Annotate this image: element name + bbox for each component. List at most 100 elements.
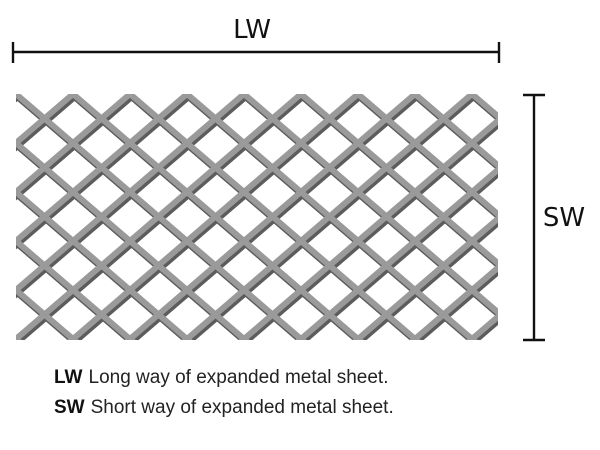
mesh-strand (16, 139, 19, 146)
mesh-strand (16, 238, 76, 293)
mesh-strand-shadow (445, 366, 474, 391)
mesh-strand (16, 140, 19, 147)
mesh-strand (412, 94, 475, 146)
mesh-strand (326, 164, 361, 195)
mesh-strand (440, 115, 475, 146)
mesh-strand (326, 213, 361, 244)
mesh-strand (558, 119, 587, 144)
mesh-strand-shadow (559, 366, 588, 391)
mesh-strand-shadow (588, 342, 600, 367)
mesh-strand (41, 115, 76, 146)
mesh-strand (16, 140, 76, 195)
mesh-strand-shadow (16, 338, 22, 340)
mesh-strand (469, 94, 498, 121)
mesh-strand (212, 262, 247, 293)
mesh-strand (184, 189, 247, 244)
mesh-strand (98, 164, 133, 195)
mesh-strand (326, 262, 361, 293)
mesh-strand (127, 140, 162, 171)
mesh-strand-shadow (531, 244, 588, 293)
mesh-strand (41, 213, 76, 244)
mesh-strand (586, 241, 600, 290)
mesh-strand (16, 286, 19, 293)
mesh-strand (444, 364, 473, 389)
mesh-strand-shadow (502, 317, 531, 342)
mesh-strand-shadow (531, 342, 588, 391)
mesh-strand (70, 140, 105, 171)
mesh-strand-shadow (502, 268, 531, 293)
mesh-strand (298, 238, 361, 293)
mesh-strand-shadow (16, 139, 21, 149)
mesh-strand (184, 336, 193, 340)
mesh-strand (269, 311, 304, 340)
mesh-strand (586, 94, 600, 119)
mesh-strand (466, 336, 475, 340)
mesh-strand (16, 94, 76, 146)
mesh-strand (241, 94, 276, 122)
mesh-strand-shadow (16, 188, 21, 198)
mesh-strand-shadow (559, 317, 588, 342)
mesh-strand (212, 164, 247, 195)
mesh-strand (70, 287, 133, 340)
mesh-strand (155, 311, 190, 340)
mesh-strand-shadow (470, 338, 478, 340)
mesh-strand-shadow (16, 335, 21, 340)
mesh-strand (155, 213, 190, 244)
mesh-strand (355, 336, 364, 340)
mesh-strand-shadow (588, 97, 600, 122)
mesh-strand (70, 238, 105, 269)
mesh-strand (298, 140, 361, 195)
mesh-strand (586, 192, 600, 241)
mesh-strand (70, 140, 133, 195)
mesh-strand (558, 364, 587, 389)
mesh-strand-shadow (588, 342, 600, 391)
mesh-strand (16, 237, 19, 244)
mesh-strand (529, 143, 586, 192)
legend-abbr-long-way: LW (54, 367, 83, 388)
mesh-strand (469, 165, 498, 195)
mesh-strand-shadow (531, 97, 588, 146)
mesh-strand (184, 140, 219, 171)
mesh-strand (241, 189, 304, 244)
mesh-strand (383, 262, 418, 293)
mesh-strand (41, 262, 76, 293)
mesh-strand (383, 213, 418, 244)
mesh-strand (355, 189, 390, 220)
mesh-strand-shadow (16, 191, 21, 201)
mesh-strand (269, 262, 304, 293)
mesh-strand-shadow (413, 338, 421, 340)
mesh-strand (98, 115, 133, 146)
short-way-label: SW (543, 203, 585, 233)
mesh-strand (472, 339, 529, 388)
mesh-strand (127, 287, 190, 340)
mesh-strand (184, 140, 247, 195)
mesh-strand-shadow (588, 97, 600, 146)
legend-desc-short-way: Short way of expanded metal sheet. (90, 397, 394, 418)
mesh-strand-shadow (502, 366, 531, 391)
mesh-strand (586, 94, 600, 143)
mesh-strand (298, 287, 361, 340)
mesh-strand (241, 336, 250, 340)
mesh-strand (355, 94, 390, 122)
mesh-strand (16, 188, 19, 195)
expanded-metal-mesh (0, 94, 600, 391)
mesh-strand (241, 287, 304, 340)
mesh-strand (16, 189, 48, 220)
long-way-dimension: LW (11, 15, 501, 63)
mesh-strand-shadow (16, 142, 21, 152)
mesh-strand (501, 364, 530, 389)
mesh-strand (70, 287, 105, 318)
mesh-strand (16, 335, 19, 340)
mesh-strand-shadow (559, 268, 588, 293)
mesh-strand (469, 116, 498, 146)
mesh-strand (412, 189, 447, 220)
mesh-strand-shadow (531, 342, 560, 367)
mesh-strand (529, 290, 586, 339)
mesh-strand (241, 140, 276, 171)
mesh-strand (155, 262, 190, 293)
mesh-strand (412, 94, 447, 122)
mesh-strand (16, 238, 48, 269)
mesh-strand-shadow (0, 366, 18, 391)
